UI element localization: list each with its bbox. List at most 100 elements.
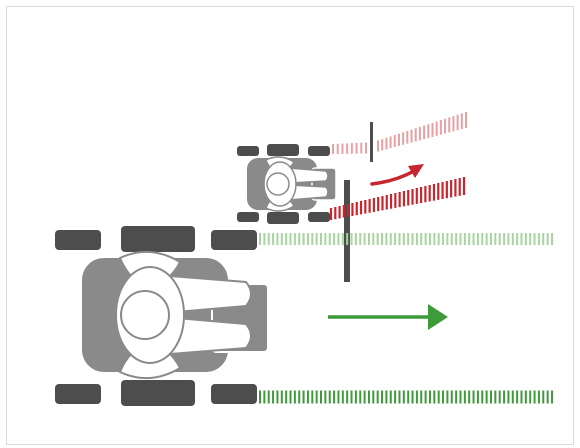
- sensor-tick: [418, 126, 421, 141]
- sensor-tick: [394, 193, 397, 208]
- sensor-tick: [481, 233, 484, 245]
- sensor-tick: [551, 390, 553, 404]
- small-wheel-rear-right: [308, 212, 330, 222]
- sensor-tick: [444, 118, 447, 134]
- sensor-tick: [414, 128, 417, 142]
- sensor-tick: [455, 233, 458, 245]
- sensor-tick: [372, 233, 375, 245]
- sensor-tick: [402, 132, 405, 145]
- sensor-tick: [485, 390, 488, 404]
- sensor-tick: [411, 233, 414, 245]
- sensor-tick: [359, 201, 363, 215]
- sensor-tick: [468, 390, 471, 404]
- sensor-tick: [415, 233, 418, 245]
- sensor-tick: [355, 202, 358, 216]
- sensor-tick: [450, 390, 453, 404]
- sensor-beam-green-light: [259, 233, 553, 245]
- sensor-tick: [529, 390, 532, 404]
- sensor-tick: [337, 233, 340, 245]
- sensor-tick: [355, 142, 358, 154]
- sensor-tick: [280, 233, 283, 245]
- sensor-tick: [315, 233, 318, 245]
- sensor-tick: [511, 233, 514, 245]
- sensor-tick: [389, 233, 392, 245]
- sensor-tick: [333, 390, 336, 404]
- sensor-tick: [468, 233, 471, 245]
- forward-arrow-icon: [328, 304, 448, 330]
- sensor-tick: [385, 390, 388, 404]
- sensor-tick: [415, 390, 418, 404]
- small-wheel-main-left: [267, 144, 299, 156]
- sensor-tick: [476, 390, 479, 404]
- sensor-tick: [456, 114, 459, 131]
- sensor-tick: [463, 390, 466, 404]
- sensor-tick: [334, 207, 337, 220]
- sensor-tick: [520, 390, 523, 404]
- large-wheel-main-right: [121, 380, 195, 406]
- sensor-tick: [420, 233, 423, 245]
- sensor-tick: [289, 390, 292, 404]
- sensor-tick: [472, 390, 475, 404]
- small-wheel-rear-left: [308, 146, 330, 156]
- sensor-tick: [347, 204, 350, 217]
- sensor-tick: [398, 233, 401, 245]
- sensor-tick: [354, 233, 357, 245]
- sensor-tick: [328, 390, 331, 404]
- sensor-tick: [381, 390, 384, 404]
- sensor-tick: [367, 390, 370, 404]
- sensor-tick: [546, 233, 549, 245]
- sensor-tick: [439, 120, 442, 135]
- sensor-tick: [293, 233, 296, 245]
- sensor-tick: [524, 390, 527, 404]
- sensor-tick: [542, 233, 545, 245]
- sensor-tick: [350, 390, 353, 404]
- sensor-tick: [450, 233, 453, 245]
- sensor-tick: [372, 390, 375, 404]
- sensor-tick: [341, 390, 344, 404]
- sensor-tick: [485, 233, 488, 245]
- sensor-tick: [516, 233, 519, 245]
- small-person-icon: [263, 156, 329, 212]
- sensor-tick: [381, 233, 384, 245]
- sensor-tick: [435, 121, 438, 136]
- sensor-tick: [394, 233, 397, 245]
- obstacle-barrier-small: [370, 122, 373, 162]
- small-wheel-main-right: [267, 212, 299, 224]
- sensor-tick: [450, 180, 453, 198]
- sensor-tick: [280, 390, 283, 404]
- sensor-tick: [537, 233, 540, 245]
- sensor-tick: [533, 233, 536, 245]
- sensor-tick: [498, 390, 501, 404]
- sensor-tick: [377, 197, 380, 212]
- sensor-tick: [337, 390, 340, 404]
- sensor-tick: [462, 177, 466, 195]
- large-wheel-front-right: [55, 384, 101, 404]
- small-wheelchair: [237, 144, 337, 224]
- small-wheel-front-left: [237, 146, 259, 156]
- sensor-tick: [346, 143, 349, 154]
- sensor-tick: [389, 390, 392, 404]
- sensor-tick: [272, 233, 275, 245]
- large-wheel-rear-left: [211, 230, 257, 250]
- sensor-tick: [437, 183, 440, 200]
- sensor-tick: [267, 233, 270, 245]
- sensor-tick: [472, 233, 475, 245]
- sensor-tick: [407, 233, 410, 245]
- small-wheel-front-right: [237, 212, 259, 222]
- sensor-tick: [381, 196, 384, 211]
- sensor-tick: [272, 390, 275, 404]
- sensor-tick: [293, 390, 296, 404]
- sensor-tick: [420, 187, 423, 204]
- sensor-tick: [394, 390, 397, 404]
- sensor-tick: [267, 390, 270, 404]
- sensor-tick: [424, 390, 427, 404]
- sensor-tick: [459, 390, 462, 404]
- sensor-tick: [452, 116, 455, 132]
- sensor-tick: [551, 233, 553, 245]
- sensor-tick: [359, 390, 362, 404]
- sensor-tick: [445, 181, 448, 199]
- sensor-tick: [520, 233, 523, 245]
- sensor-tick: [402, 233, 405, 245]
- sensor-tick: [398, 192, 401, 208]
- sensor-tick: [336, 143, 339, 154]
